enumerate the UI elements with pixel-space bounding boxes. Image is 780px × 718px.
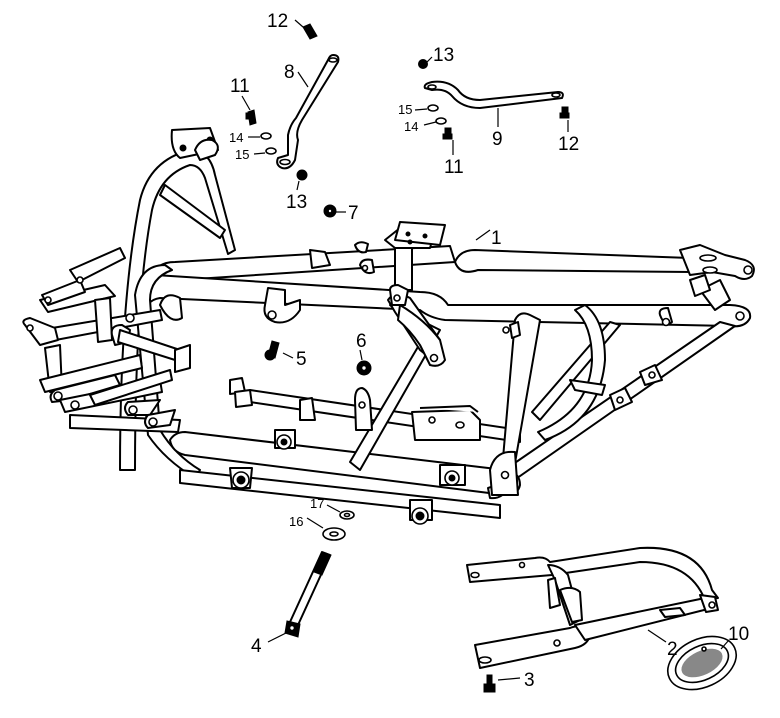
callout-8: 8 bbox=[284, 62, 295, 83]
leader-3 bbox=[497, 677, 521, 681]
leader-8 bbox=[297, 71, 309, 88]
callout-14a: 14 bbox=[229, 130, 243, 145]
washer-14-left[interactable] bbox=[260, 132, 272, 140]
callout-17: 17 bbox=[310, 496, 324, 511]
callout-12a: 12 bbox=[267, 11, 288, 32]
leader-13b bbox=[426, 56, 433, 63]
callout-labels: 1 2 3 4 5 6 7 8 9 10 11 11 12 12 13 13 1… bbox=[229, 11, 749, 691]
nut-13-right[interactable] bbox=[418, 59, 428, 69]
callout-16: 16 bbox=[289, 514, 303, 529]
callout-5: 5 bbox=[296, 349, 307, 370]
leader-10 bbox=[720, 639, 730, 650]
leader-13a bbox=[296, 180, 300, 191]
callout-15a: 15 bbox=[235, 147, 249, 162]
right-stay-bracket[interactable] bbox=[423, 80, 564, 109]
leader-12a bbox=[294, 19, 304, 28]
callout-11a: 11 bbox=[230, 76, 250, 97]
callout-1: 1 bbox=[491, 228, 502, 249]
bolt-11-left[interactable] bbox=[245, 109, 257, 126]
washer-14-right[interactable] bbox=[435, 117, 447, 125]
callout-12b: 12 bbox=[558, 134, 579, 155]
bolt-3[interactable] bbox=[483, 674, 496, 693]
bolt-11-right[interactable] bbox=[442, 127, 453, 140]
callout-14b: 14 bbox=[404, 119, 418, 134]
callout-10: 10 bbox=[728, 624, 749, 645]
nut-13-left[interactable] bbox=[296, 169, 308, 181]
callout-15b: 15 bbox=[398, 102, 412, 117]
callout-2: 2 bbox=[667, 639, 678, 660]
callout-9: 9 bbox=[492, 129, 503, 150]
nut-6[interactable] bbox=[356, 360, 372, 376]
bolt-5[interactable] bbox=[264, 340, 280, 361]
leader-11a bbox=[241, 95, 251, 111]
nut-7[interactable] bbox=[323, 204, 337, 218]
leader-14b bbox=[423, 121, 437, 126]
washer-17[interactable] bbox=[339, 510, 355, 520]
rear-subframe[interactable] bbox=[466, 546, 719, 669]
left-stay-bracket[interactable] bbox=[276, 54, 340, 170]
callout-7: 7 bbox=[348, 203, 359, 224]
leader-6 bbox=[359, 349, 363, 361]
main-frame[interactable] bbox=[22, 127, 755, 525]
leader-lines bbox=[241, 19, 730, 681]
callout-13a: 13 bbox=[286, 192, 307, 213]
leader-15a bbox=[253, 152, 266, 155]
long-bolt-4[interactable] bbox=[284, 551, 332, 638]
leader-2 bbox=[647, 629, 667, 643]
leader-15b bbox=[414, 108, 428, 111]
callout-13b: 13 bbox=[433, 45, 454, 66]
leader-1 bbox=[475, 229, 491, 241]
callout-4: 4 bbox=[251, 636, 262, 657]
washer-15-left[interactable] bbox=[265, 147, 277, 155]
callout-11b: 11 bbox=[444, 157, 464, 178]
callout-3: 3 bbox=[524, 670, 535, 691]
washer-16[interactable] bbox=[322, 527, 346, 541]
leader-16 bbox=[306, 517, 324, 529]
callout-6: 6 bbox=[356, 331, 367, 352]
leader-17 bbox=[326, 504, 341, 513]
leader-4 bbox=[267, 631, 289, 643]
washer-15-right[interactable] bbox=[427, 104, 439, 112]
reflector[interactable] bbox=[659, 626, 745, 700]
bolt-12-left[interactable] bbox=[302, 23, 318, 40]
bolt-12-right[interactable] bbox=[559, 106, 570, 119]
leader-5 bbox=[282, 352, 294, 359]
